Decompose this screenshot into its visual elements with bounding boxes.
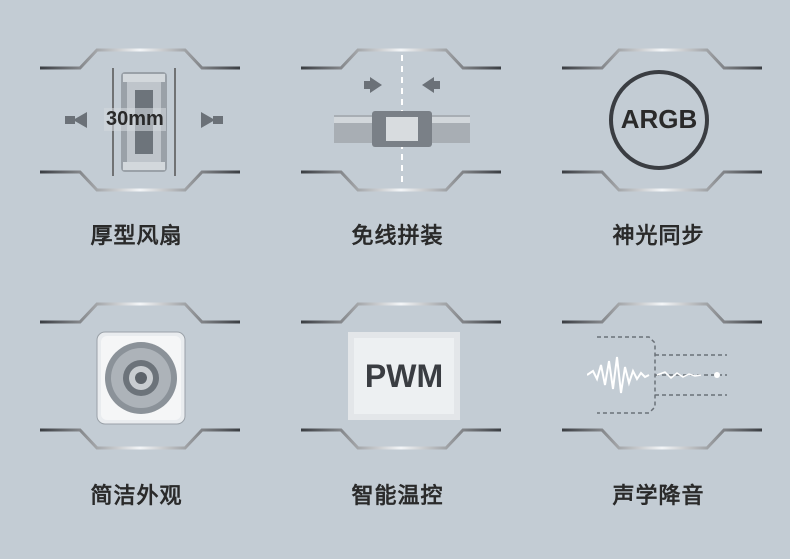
pwm-control-icon bbox=[348, 332, 460, 420]
feature-caption: 简洁外观 bbox=[90, 484, 183, 509]
feature-card-thick-fan: 30mm 厚型风扇 bbox=[5, 20, 268, 299]
frame-lines bbox=[562, 302, 762, 450]
pwm-badge: PWM bbox=[364, 358, 444, 394]
feature-caption: 免线拼装 bbox=[351, 224, 444, 249]
feature-card-smart-temp-control: PWM 智能温控 bbox=[266, 280, 529, 559]
feature-caption: 智能温控 bbox=[351, 484, 444, 509]
feature-card-clean-appearance: 简洁外观 bbox=[5, 280, 268, 559]
frame-lines bbox=[562, 48, 762, 192]
clean-fan-appearance-icon bbox=[96, 331, 186, 425]
feature-card-argb-sync: ARGB 神光同步 bbox=[527, 20, 790, 299]
frame-lines bbox=[301, 48, 501, 192]
frame-lines bbox=[301, 302, 501, 450]
feature-card-cableless-assembly: 免线拼装 bbox=[266, 20, 529, 299]
thickness-badge: 30mm bbox=[104, 108, 166, 131]
feature-caption: 厚型风扇 bbox=[90, 224, 183, 249]
feature-caption: 声学降音 bbox=[612, 484, 705, 509]
acoustic-noise-reduction-icon bbox=[587, 336, 727, 414]
argb-badge: ARGB bbox=[620, 104, 698, 134]
feature-caption: 神光同步 bbox=[612, 224, 705, 249]
feature-card-acoustic-noise-reduction: 声学降音 bbox=[527, 280, 790, 559]
frame-lines bbox=[40, 302, 240, 450]
frame-lines bbox=[40, 48, 240, 192]
argb-sync-icon bbox=[609, 70, 709, 170]
cableless-assembly-icon bbox=[334, 55, 470, 185]
